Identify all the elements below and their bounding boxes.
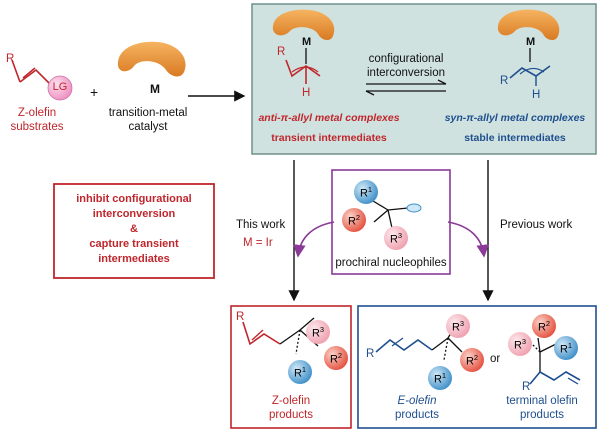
e-product-r-label: R	[366, 348, 375, 360]
term-product-line2: products	[519, 409, 565, 421]
z-product-r-label: R	[236, 311, 245, 323]
this-work-label: This work	[236, 219, 286, 231]
e-prod-r3-sup: 3	[459, 319, 465, 328]
syn-sub-label: stable intermediates	[464, 132, 566, 144]
e-prod-r2-label: R2	[460, 353, 484, 368]
z-prod-r2-label: R2	[324, 351, 348, 366]
anti-r-label: R	[277, 46, 286, 58]
z-product-structure	[242, 317, 348, 384]
z-prod-r2-text: R	[329, 353, 338, 366]
nuc-r1-sup: 1	[367, 185, 373, 194]
term-prod-r1-sup: 1	[567, 341, 573, 350]
previous-work-label: Previous work	[500, 219, 573, 231]
catalyst-label: transition-metal catalyst	[98, 106, 198, 134]
e-prod-r1-label: R1	[428, 371, 452, 386]
metal-iridium-label: M = Ir	[243, 237, 273, 249]
plus-sign: +	[90, 84, 99, 100]
equilibrium-arrows	[365, 79, 447, 96]
catalyst-line2: catalyst	[128, 121, 168, 133]
or-label: or	[490, 353, 501, 365]
z-olefin-line2: substrates	[10, 121, 64, 133]
term-prod-r3-text: R	[513, 339, 522, 352]
z-prod-r2-sup: 2	[337, 351, 343, 360]
e-product-structure	[375, 314, 484, 390]
interconv-line1: configurational	[368, 53, 444, 65]
purple-arrow-left	[292, 221, 335, 258]
z-product-line2: products	[268, 409, 314, 421]
term-product-line1: terminal olefin	[506, 395, 578, 407]
term-prod-r1-text: R	[559, 343, 568, 356]
e-product-line1: E-olefin	[397, 395, 437, 407]
e-prod-r1-text: R	[433, 373, 442, 386]
e-product-line2: products	[394, 409, 440, 421]
inhibit-box	[53, 183, 215, 279]
term-prod-r2-label: R2	[532, 319, 556, 334]
syn-h-label: H	[532, 89, 541, 101]
nuc-r1-label: R1	[354, 185, 378, 200]
nuc-r2-sup: 2	[355, 213, 361, 222]
term-prod-r1-label: R1	[554, 341, 578, 356]
syn-metal-label: M	[526, 36, 536, 48]
term-product-r-label: R	[522, 381, 531, 393]
catalyst-line1: transition-metal	[108, 107, 188, 119]
nuc-r3-label: R3	[384, 231, 408, 246]
lg-label: LG	[52, 81, 68, 93]
z-prod-r1-sup: 1	[301, 365, 307, 374]
purple-arrow-right	[447, 221, 490, 258]
z-prod-r3-label: R3	[306, 325, 330, 340]
nuc-r2-label: R2	[342, 213, 366, 228]
nuc-r3-text: R	[389, 233, 398, 246]
inhibit-line3: &	[130, 223, 138, 235]
inhibit-line2: interconversion	[92, 208, 176, 220]
terminal-product-structure	[508, 314, 581, 385]
z-olefin-label: Z-olefin substrates	[2, 106, 72, 134]
inhibit-line4: capture transient	[89, 238, 179, 250]
inhibit-line1: inhibit configurational	[76, 193, 192, 205]
term-prod-r2-text: R	[537, 321, 546, 334]
nucleophile-structure	[342, 180, 422, 250]
z-product-line1: Z-olefin	[271, 395, 311, 407]
anti-metal-label: M	[302, 36, 312, 48]
anti-allyl-complex	[272, 9, 335, 84]
e-prod-r1-sup: 1	[441, 371, 447, 380]
nuc-r3-sup: 3	[397, 231, 403, 240]
e-prod-r3-label: R3	[446, 319, 470, 334]
e-product-label: E-olefin products	[372, 394, 462, 422]
interconv-line2: interconversion	[367, 67, 445, 79]
catalyst-shape	[117, 41, 186, 77]
substrate-r-label: R	[6, 53, 15, 65]
anti-sub-label: transient intermediates	[271, 132, 387, 144]
z-prod-r1-text: R	[293, 367, 302, 380]
nuc-r2-text: R	[347, 215, 356, 228]
intermediates-box	[251, 3, 597, 155]
z-prod-r1-label: R1	[288, 365, 312, 380]
inhibit-line5: intermediates	[98, 253, 170, 265]
nucleophiles-label: prochiral nucleophiles	[335, 257, 447, 269]
anti-h-label: H	[302, 87, 311, 99]
syn-r-label: R	[500, 75, 509, 87]
e-prod-r3-text: R	[451, 321, 460, 334]
z-prod-r3-text: R	[311, 327, 320, 340]
z-prod-r3-sup: 3	[319, 325, 325, 334]
inhibit-text: inhibit configurational interconversion …	[56, 192, 212, 267]
z-product-label: Z-olefin products	[231, 394, 351, 422]
e-prod-r2-sup: 2	[473, 353, 479, 362]
terminal-product-label: terminal olefin products	[490, 394, 594, 422]
e-prod-r2-text: R	[465, 355, 474, 368]
term-prod-r2-sup: 2	[545, 319, 551, 328]
catalyst-metal-label: M	[150, 82, 160, 96]
syn-complex-label: syn-π-allyl metal complexes	[444, 112, 586, 124]
anti-complex-label: anti-π-allyl metal complexes	[258, 112, 400, 124]
nuc-r1-text: R	[359, 187, 368, 200]
term-prod-r3-sup: 3	[521, 337, 527, 346]
z-olefin-line1: Z-olefin	[17, 107, 57, 119]
z-olefin-substrate-structure	[11, 59, 73, 101]
interconversion-label: configurational interconversion	[356, 52, 456, 80]
term-prod-r3-label: R3	[508, 337, 532, 352]
syn-allyl-complex	[497, 9, 560, 86]
